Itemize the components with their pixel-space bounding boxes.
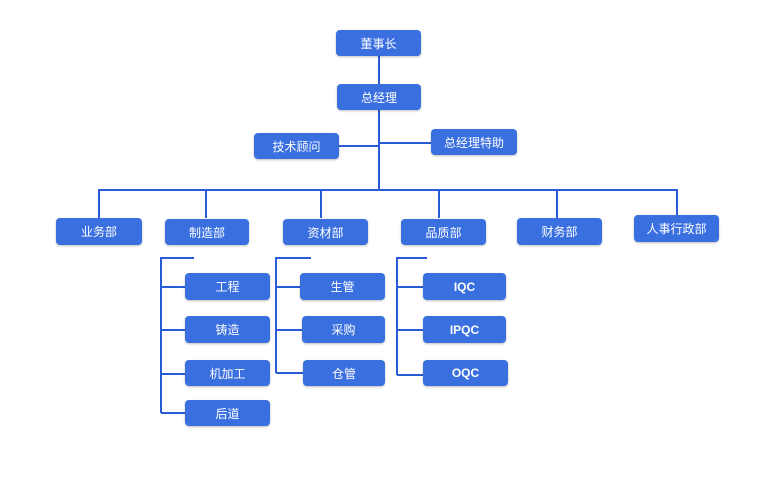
node-mat-purchasing: 采购 xyxy=(302,316,385,343)
node-dept-finance: 财务部 xyxy=(517,218,602,245)
node-mfg-engineering: 工程 xyxy=(185,273,270,300)
node-qc-ipqc: IPQC xyxy=(423,316,506,343)
node-mat-production-control: 生管 xyxy=(300,273,385,300)
node-gm-assistant: 总经理特助 xyxy=(431,129,517,155)
node-dept-business: 业务部 xyxy=(56,218,142,245)
node-general-manager: 总经理 xyxy=(337,84,421,110)
node-mfg-finishing: 后道 xyxy=(185,400,270,426)
node-qc-oqc: OQC xyxy=(423,360,508,386)
node-dept-hr-admin: 人事行政部 xyxy=(634,215,719,242)
node-chairman: 董事长 xyxy=(336,30,421,56)
node-qc-iqc: IQC xyxy=(423,273,506,300)
node-mfg-casting: 铸造 xyxy=(185,316,270,343)
node-dept-manufacturing: 制造部 xyxy=(165,219,249,245)
node-dept-quality: 品质部 xyxy=(401,219,486,245)
node-technical-advisor: 技术顾问 xyxy=(254,133,339,159)
node-mat-warehouse: 仓管 xyxy=(303,360,385,386)
node-mfg-machining: 机加工 xyxy=(185,360,270,386)
node-dept-materials: 资材部 xyxy=(283,219,368,245)
